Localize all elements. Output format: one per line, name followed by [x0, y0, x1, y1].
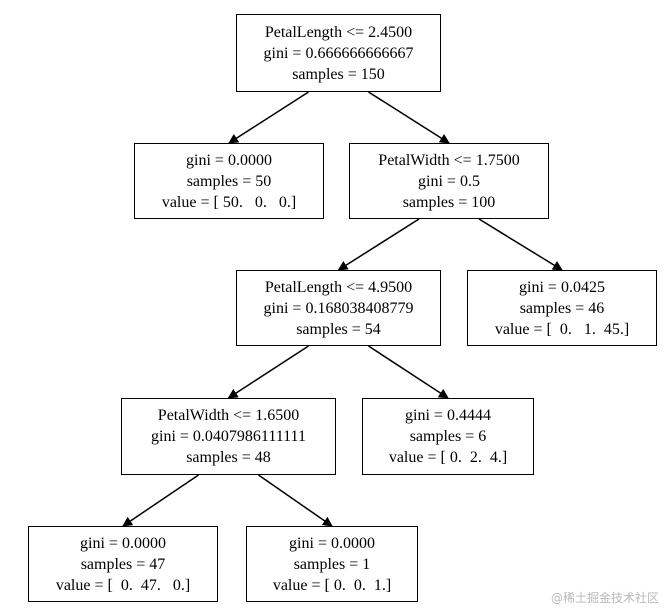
tree-node: gini = 0.0000 samples = 1 value = [ 0. 0. …	[246, 526, 418, 602]
tree-node-line: samples = 1	[293, 555, 371, 573]
tree-node: PetalWidth <= 1.6500 gini = 0.04079861111…	[121, 398, 336, 475]
tree-node-line: samples = 54	[296, 320, 381, 338]
tree-node: gini = 0.0000 samples = 50 value = [ 50. 0…	[134, 143, 324, 219]
tree-node-line: value = [ 50. 0. 0.]	[161, 193, 297, 211]
tree-node: gini = 0.0425 samples = 46 value = [ 0. 1.…	[467, 270, 657, 346]
tree-node-line: gini = 0.168038408779	[263, 299, 414, 317]
tree-edge-arrow	[227, 345, 309, 399]
tree-node-line: gini = 0.0407986111111	[151, 428, 306, 445]
tree-node-line: value = [ 0. 1. 45.]	[494, 320, 630, 338]
tree-node-line: value = [ 0. 47. 0.]	[55, 576, 191, 594]
watermark: @稀土掘金技术社区	[550, 591, 659, 605]
tree-node: gini = 0.0000 samples = 47 value = [ 0. 47…	[28, 526, 218, 602]
tree-edge-arrow	[228, 91, 309, 144]
tree-node: PetalLength <= 4.9500 gini = 0.1680384087…	[236, 270, 441, 346]
tree-node-line: PetalLength <= 4.9500	[264, 278, 413, 296]
tree-node: gini = 0.4444 samples = 6 value = [ 0. 2. …	[362, 398, 534, 475]
tree-node-line: samples = 48	[186, 449, 271, 466]
tree-node-line: gini = 0.4444	[405, 407, 491, 424]
tree-edge-arrow	[368, 91, 450, 144]
tree-node: PetalWidth <= 1.7500 gini = 0.5 samples = …	[349, 143, 549, 219]
tree-node-line: PetalLength <= 2.4500	[264, 23, 413, 41]
tree-node-line: samples = 150	[292, 65, 385, 83]
tree-edge-arrow	[337, 218, 420, 271]
tree-node: PetalLength <= 2.4500 gini = 0.6666666666…	[236, 14, 441, 92]
tree-node-line: value = [ 0. 0. 1.]	[272, 576, 392, 594]
tree-node-line: gini = 0.0000	[186, 151, 272, 169]
tree-node-line: samples = 46	[519, 299, 605, 317]
tree-edge-arrow	[258, 474, 333, 527]
tree-node-line: samples = 100	[402, 193, 496, 211]
tree-node-line: samples = 47	[80, 555, 166, 573]
tree-node-line: gini = 0.5	[418, 172, 480, 190]
tree-node-line: value = [ 0. 2. 4.]	[388, 449, 508, 466]
tree-node-line: samples = 50	[186, 172, 272, 190]
tree-node-line: PetalWidth <= 1.6500	[157, 407, 300, 424]
tree-node-line: gini = 0.666666666667	[263, 44, 414, 62]
tree-node-line: samples = 6	[409, 428, 487, 445]
tree-edge-arrow	[368, 345, 449, 399]
tree-node-line: gini = 0.0000	[289, 534, 375, 552]
tree-node-line: gini = 0.0425	[519, 278, 605, 296]
tree-node-line: PetalWidth <= 1.7500	[378, 151, 520, 169]
tree-edge-arrow	[478, 218, 563, 271]
tree-node-line: gini = 0.0000	[80, 534, 166, 552]
tree-edge-arrow	[122, 474, 199, 527]
